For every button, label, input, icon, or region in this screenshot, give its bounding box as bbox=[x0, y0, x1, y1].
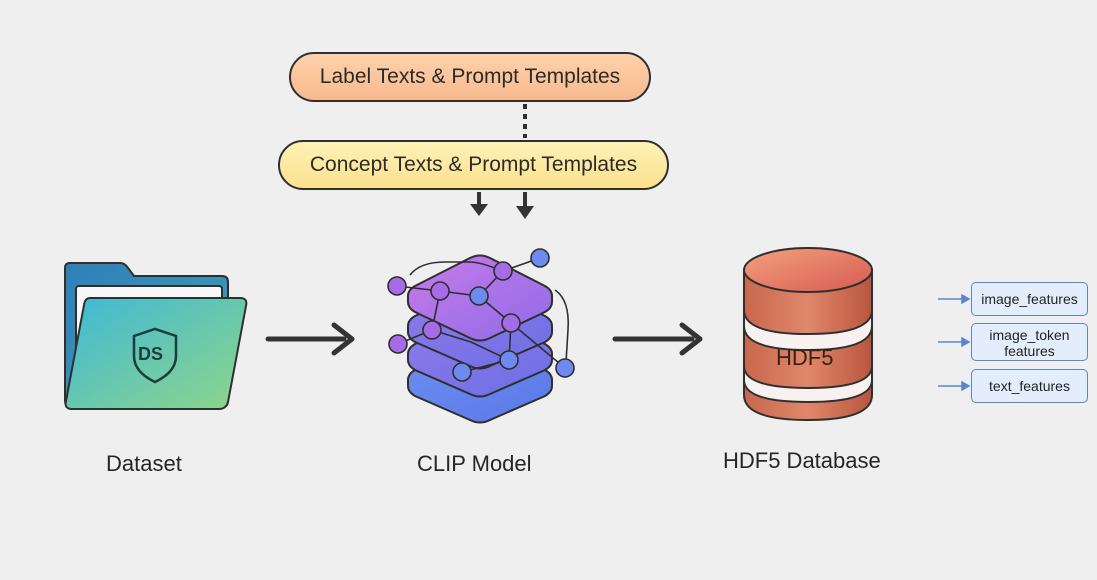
feature-label: image_features bbox=[981, 291, 1078, 307]
feature-image-token-features: image_token features bbox=[971, 323, 1088, 361]
dataset-caption: Dataset bbox=[106, 451, 182, 476]
arrow-clip-to-hdf5 bbox=[612, 322, 703, 356]
clip-model-caption: CLIP Model bbox=[417, 451, 532, 476]
concept-prompt-templates-text: Concept Texts & Prompt Templates bbox=[309, 153, 638, 176]
feature-arrows bbox=[938, 293, 971, 392]
feature-text-features: text_features bbox=[971, 369, 1088, 403]
feature-image-features: image_features bbox=[971, 282, 1088, 316]
arrow-dataset-to-clip bbox=[265, 322, 355, 356]
dataset-badge: DS bbox=[138, 344, 164, 364]
neural-network-stack-icon bbox=[387, 248, 575, 424]
down-arrow-right bbox=[516, 192, 534, 219]
hdf5-badge: HDF5 bbox=[776, 345, 834, 370]
feature-label: text_features bbox=[989, 378, 1070, 394]
hdf5-database-caption: HDF5 Database bbox=[723, 448, 881, 473]
label-prompt-templates-text: Label Texts & Prompt Templates bbox=[319, 65, 621, 88]
label-prompt-templates: Label Texts & Prompt Templates bbox=[289, 52, 651, 102]
down-arrow-left bbox=[470, 192, 488, 216]
shield-icon bbox=[132, 327, 178, 384]
feature-label: image_token features bbox=[989, 326, 1070, 359]
concept-prompt-templates: Concept Texts & Prompt Templates bbox=[278, 140, 669, 190]
database-cylinder-icon bbox=[743, 247, 873, 422]
folder-icon bbox=[64, 262, 248, 410]
